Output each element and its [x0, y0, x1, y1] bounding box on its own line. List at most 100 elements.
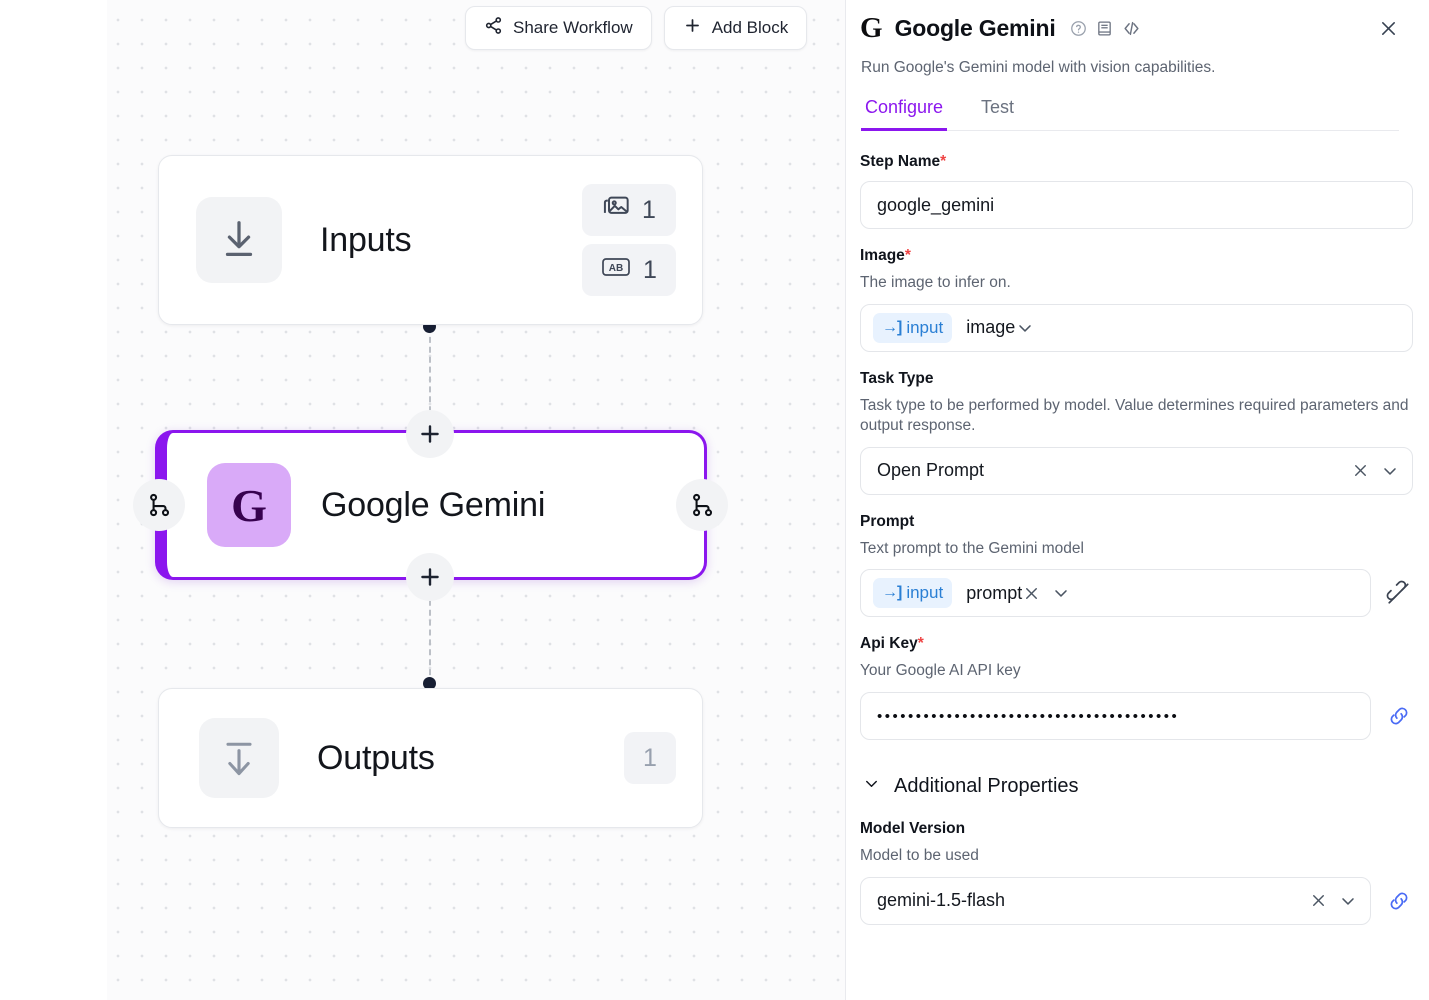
api-key-label: Api Key*	[860, 635, 924, 653]
model-version-help-text: Model to be used	[860, 847, 979, 865]
panel-tabs: Configure Test	[861, 97, 1399, 131]
prompt-label: Prompt	[860, 512, 915, 530]
chevron-down-icon[interactable]	[1051, 583, 1071, 603]
unlink-icon[interactable]	[1385, 580, 1413, 606]
prompt-select[interactable]: →] input prompt	[860, 569, 1371, 618]
badge-output-count: 1	[624, 732, 676, 784]
plus-icon	[421, 425, 439, 443]
share-icon	[484, 16, 503, 40]
help-circle-icon[interactable]	[1070, 20, 1087, 37]
image-pill-label: input	[906, 317, 944, 337]
prompt-help-text: Text prompt to the Gemini model	[860, 539, 1084, 557]
svg-text:AB: AB	[609, 263, 623, 274]
prompt-pill-label: input	[906, 583, 944, 603]
image-icon	[602, 193, 630, 228]
step-name-input[interactable]: google_gemini	[860, 181, 1413, 229]
task-type-label: Task Type	[860, 369, 934, 387]
node-outputs[interactable]: Outputs 1	[158, 688, 703, 828]
additional-properties-toggle[interactable]: Additional Properties	[862, 774, 1413, 798]
node-inputs-title: Inputs	[320, 220, 412, 259]
chevron-down-icon[interactable]	[1338, 891, 1358, 911]
panel-title: Google Gemini	[894, 15, 1056, 41]
model-version-select[interactable]: gemini-1.5-flash	[860, 876, 1371, 925]
step-name-value: google_gemini	[877, 194, 995, 215]
clear-icon[interactable]	[1022, 584, 1041, 603]
docs-icon[interactable]	[1096, 20, 1113, 37]
node-gemini-input-handle[interactable]	[133, 479, 185, 531]
field-image: Image* The image to infer on. →] input i…	[860, 247, 1413, 352]
input-arrow-icon: →]	[882, 584, 902, 602]
clear-icon[interactable]	[1309, 891, 1328, 910]
tab-test[interactable]: Test	[981, 97, 1015, 117]
add-node-below-button[interactable]	[406, 553, 454, 601]
block-config-panel: G Google Gemini	[845, 0, 1429, 1000]
field-prompt: Prompt Text prompt to the Gemini model →…	[860, 513, 1413, 618]
api-key-help-text: Your Google AI API key	[860, 662, 1021, 680]
share-workflow-button[interactable]: Share Workflow	[465, 6, 652, 50]
download-input-icon	[196, 197, 282, 283]
clear-icon[interactable]	[1351, 461, 1370, 480]
prompt-input-pill: →] input	[873, 578, 953, 609]
text-ab-icon: AB	[601, 256, 631, 285]
image-value: image	[966, 317, 1016, 338]
task-type-value: Open Prompt	[877, 460, 985, 481]
model-version-label: Model Version	[860, 820, 966, 838]
code-icon[interactable]	[1122, 19, 1141, 38]
task-type-help-text: Task type to be performed by model. Valu…	[860, 396, 1409, 435]
badge-image-count: 1	[582, 184, 676, 236]
node-gemini-title: Google Gemini	[321, 485, 546, 524]
plus-icon	[683, 16, 702, 40]
field-step-name: Step Name* google_gemini	[860, 153, 1413, 229]
configure-form: Step Name* google_gemini Image* The imag…	[846, 131, 1429, 925]
badge-text-count: AB 1	[582, 244, 676, 296]
close-icon[interactable]	[1378, 18, 1399, 39]
image-select[interactable]: →] input image	[860, 303, 1413, 352]
add-node-above-button[interactable]	[406, 410, 454, 458]
gemini-logo-icon: G	[207, 463, 291, 547]
node-outputs-badges: 1	[624, 732, 676, 784]
share-workflow-label: Share Workflow	[513, 18, 633, 37]
edge-dot-bottom	[423, 677, 436, 690]
add-block-button[interactable]: Add Block	[663, 6, 808, 50]
panel-subtitle: Run Google's Gemini model with vision ca…	[861, 59, 1216, 76]
required-marker: *	[917, 635, 924, 653]
api-key-value: •••••••••••••••••••••••••••••••••••••••	[877, 707, 1180, 725]
canvas-toolbar: Share Workflow Add Block	[465, 6, 808, 50]
node-outputs-title: Outputs	[317, 738, 435, 777]
task-type-select[interactable]: Open Prompt	[860, 446, 1413, 495]
branch-icon	[693, 493, 713, 517]
badge-output-value: 1	[643, 743, 657, 772]
prompt-value: prompt	[966, 582, 1023, 603]
tab-configure[interactable]: Configure	[861, 97, 948, 131]
node-gemini-output-handle[interactable]	[676, 479, 728, 531]
add-block-label: Add Block	[711, 18, 789, 37]
link-icon[interactable]	[1385, 888, 1413, 914]
canvas-left-gutter	[0, 0, 107, 1000]
plus-icon	[421, 568, 439, 586]
api-key-input[interactable]: •••••••••••••••••••••••••••••••••••••••	[860, 692, 1371, 741]
branch-icon	[150, 493, 170, 517]
chevron-down-icon[interactable]	[1015, 318, 1035, 338]
image-label: Image*	[860, 247, 911, 264]
gemini-logo-icon: G	[860, 12, 883, 44]
chevron-down-icon[interactable]	[1380, 461, 1400, 481]
field-model-version: Model Version Model to be used gemini-1.…	[860, 820, 1413, 925]
workflow-canvas[interactable]: Share Workflow Add Block Inputs	[0, 0, 845, 1000]
required-marker: *	[940, 153, 947, 170]
image-help-text: The image to infer on.	[860, 274, 1011, 291]
node-inputs[interactable]: Inputs 1	[158, 155, 703, 325]
chevron-down-icon	[862, 774, 881, 798]
model-version-value: gemini-1.5-flash	[877, 890, 1006, 911]
download-output-icon	[199, 718, 279, 798]
field-api-key: Api Key* Your Google AI API key ••••••••…	[860, 635, 1413, 741]
link-icon[interactable]	[1385, 703, 1413, 729]
edge-gemini-to-outputs	[429, 580, 431, 685]
badge-text-value: 1	[643, 255, 657, 284]
badge-image-value: 1	[642, 195, 656, 224]
edge-inputs-to-gemini	[429, 327, 431, 432]
panel-header: G Google Gemini	[846, 0, 1429, 131]
image-input-pill: →] input	[873, 312, 953, 343]
node-inputs-badges: 1 AB 1	[582, 184, 676, 296]
additional-properties-label: Additional Properties	[894, 774, 1079, 797]
